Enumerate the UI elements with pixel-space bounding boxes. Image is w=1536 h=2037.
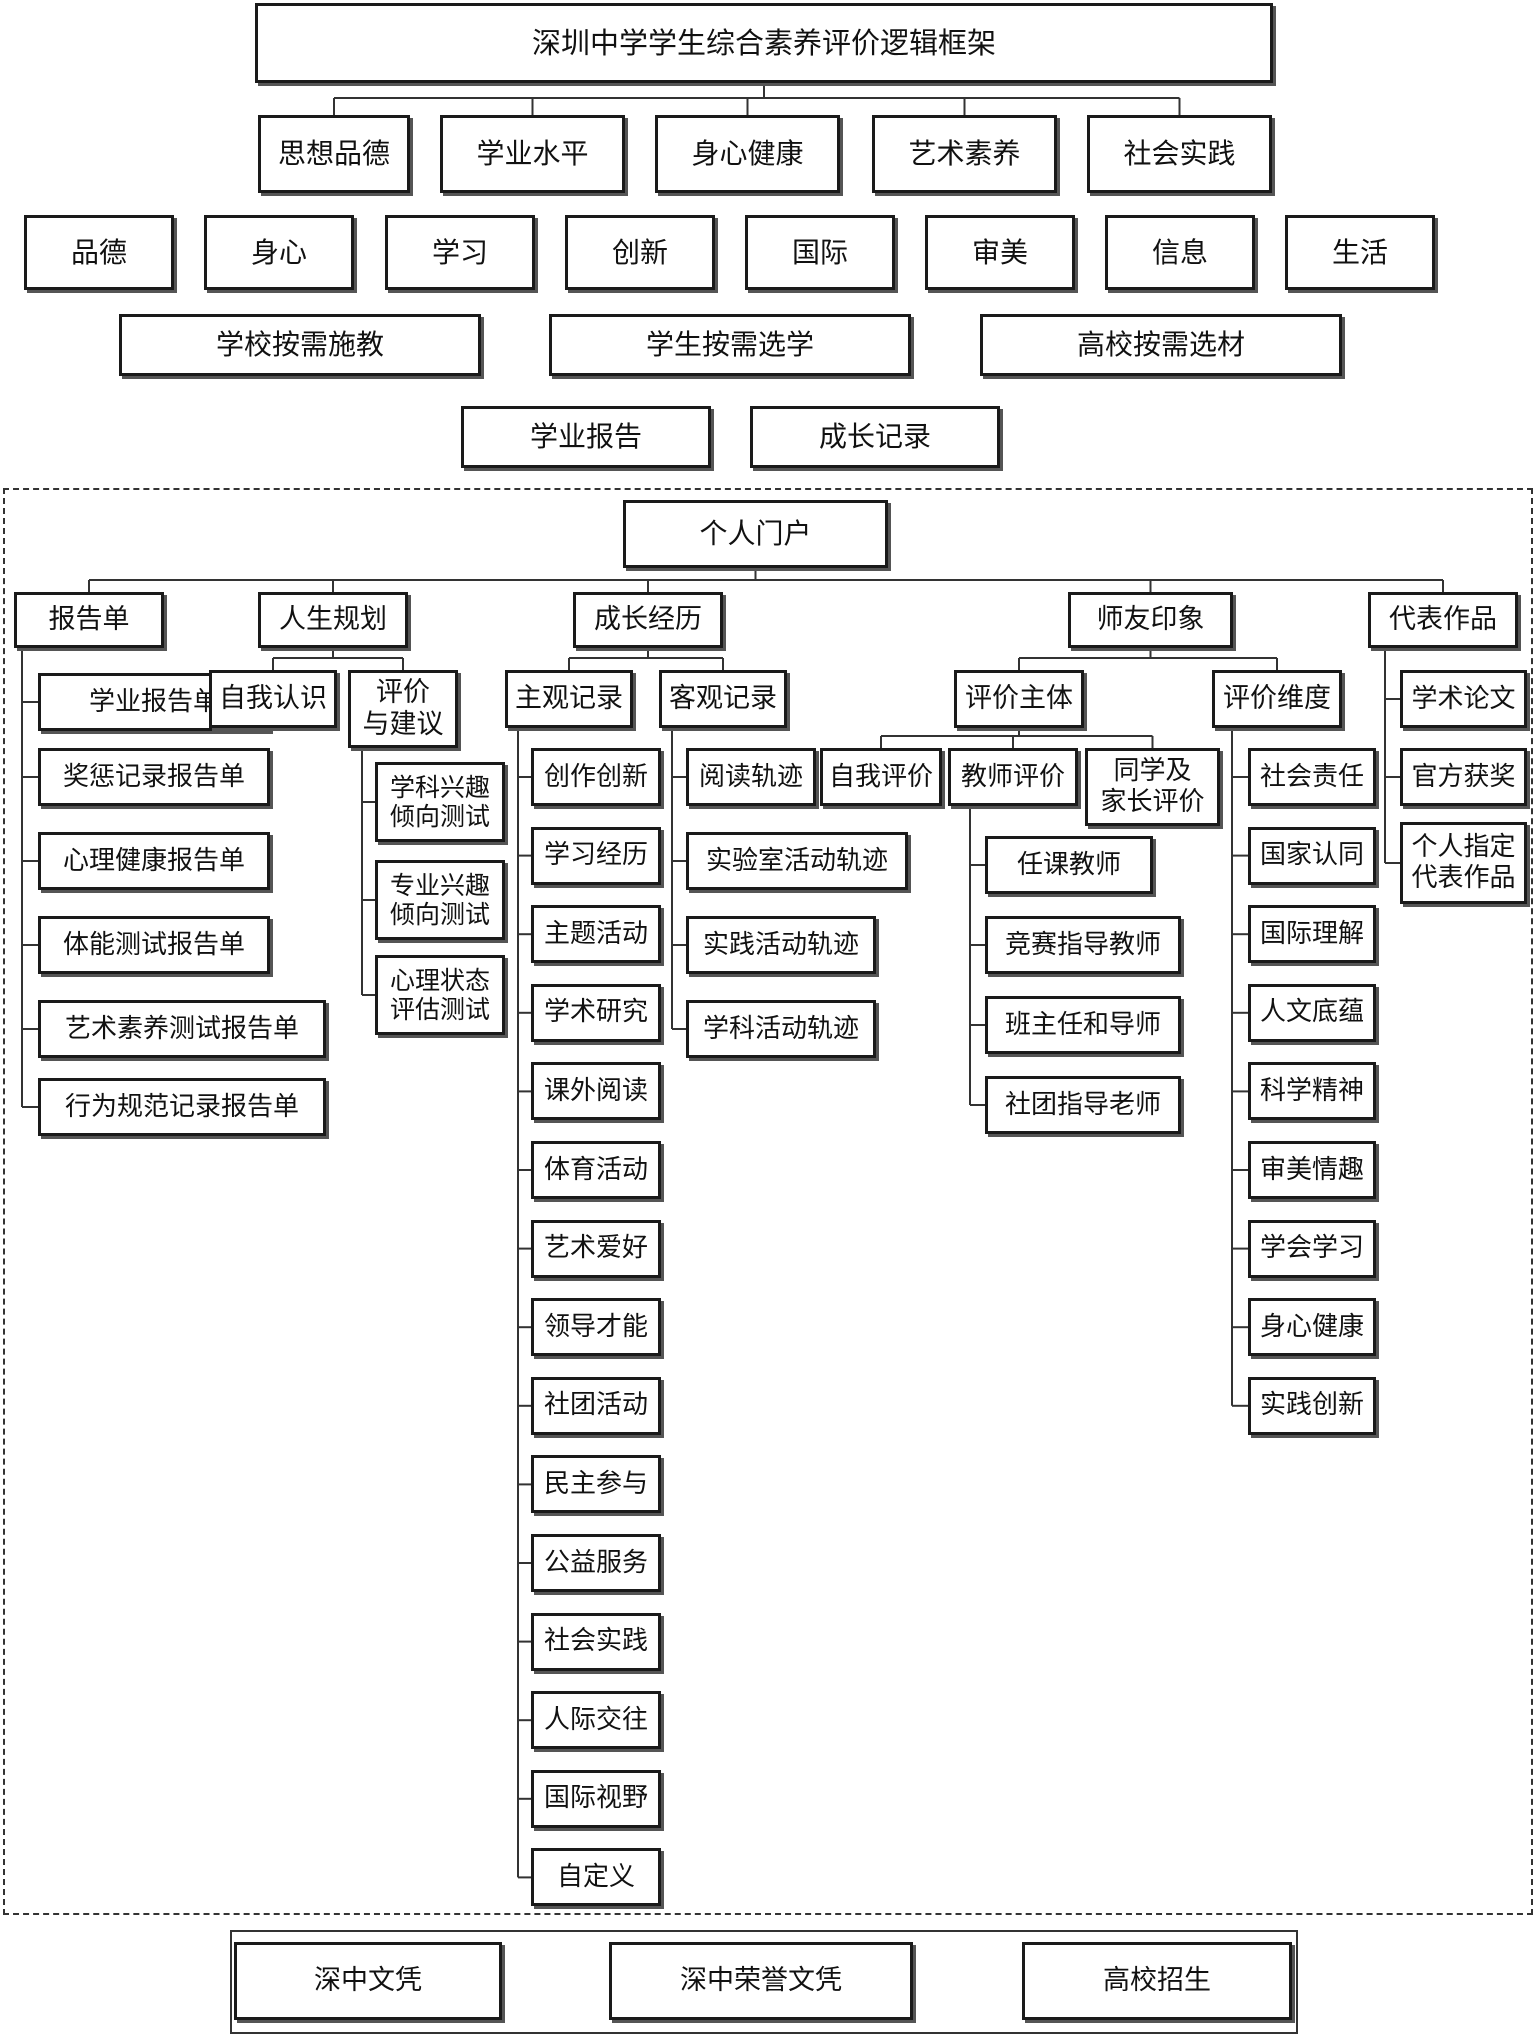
eval-dim-item: 科学精神 bbox=[1248, 1062, 1376, 1121]
subjective-item: 课外阅读 bbox=[531, 1062, 661, 1121]
subjective-item: 社会实践 bbox=[531, 1612, 661, 1671]
dimension-box: 身心健康 bbox=[655, 115, 840, 193]
domain-box: 审美 bbox=[925, 215, 1075, 290]
plan-node: 人生规划 bbox=[258, 592, 408, 648]
eval-dim-item: 身心健康 bbox=[1248, 1298, 1376, 1357]
subjective-item: 创作创新 bbox=[531, 748, 661, 806]
subjective-item: 自定义 bbox=[531, 1848, 661, 1907]
subjective-item: 艺术爱好 bbox=[531, 1219, 661, 1278]
subjective-item: 领导才能 bbox=[531, 1298, 661, 1357]
eval-peers-node: 同学及 家长评价 bbox=[1085, 748, 1220, 826]
domain-box: 生活 bbox=[1285, 215, 1435, 290]
subjective-item: 体育活动 bbox=[531, 1141, 661, 1199]
dimension-box: 社会实践 bbox=[1087, 115, 1272, 193]
eval-dim-item: 人文底蕴 bbox=[1248, 983, 1376, 1042]
record-box: 成长记录 bbox=[750, 406, 1000, 468]
outcome-frame bbox=[230, 1930, 1298, 2034]
purpose-box: 学校按需施教 bbox=[119, 314, 481, 376]
impression-node: 师友印象 bbox=[1068, 592, 1233, 648]
objective-item: 实践活动轨迹 bbox=[686, 916, 876, 974]
report-node: 报告单 bbox=[14, 592, 164, 648]
objective-node: 客观记录 bbox=[659, 670, 787, 728]
subjective-item: 人际交往 bbox=[531, 1691, 661, 1750]
eval-subject-node: 评价主体 bbox=[954, 670, 1084, 728]
eval-dim-item: 学会学习 bbox=[1248, 1219, 1376, 1278]
works-item: 个人指定 代表作品 bbox=[1400, 822, 1527, 904]
plan-self-node: 自我认识 bbox=[209, 670, 337, 728]
subjective-item: 国际视野 bbox=[531, 1769, 661, 1828]
portal-box: 个人门户 bbox=[623, 500, 888, 568]
subjective-item: 民主参与 bbox=[531, 1455, 661, 1514]
subjective-item: 公益服务 bbox=[531, 1534, 661, 1592]
diagram-title: 深圳中学学生综合素养评价逻辑框架 bbox=[255, 3, 1273, 83]
domain-box: 身心 bbox=[204, 215, 354, 290]
record-box: 学业报告 bbox=[461, 406, 711, 468]
subjective-item: 社团活动 bbox=[531, 1376, 661, 1435]
purpose-box: 学生按需选学 bbox=[549, 314, 911, 376]
report-item: 行为规范记录报告单 bbox=[38, 1078, 326, 1136]
eval-self-node: 自我评价 bbox=[820, 748, 942, 806]
objective-item: 学科活动轨迹 bbox=[686, 1000, 876, 1058]
teacher-item: 社团指导老师 bbox=[985, 1076, 1181, 1134]
teacher-item: 任课教师 bbox=[985, 836, 1153, 894]
objective-item: 实验室活动轨迹 bbox=[686, 832, 908, 890]
eval-dim-item: 审美情趣 bbox=[1248, 1141, 1376, 1199]
teacher-item: 竞赛指导教师 bbox=[985, 916, 1181, 974]
works-item: 学术论文 bbox=[1400, 670, 1527, 728]
works-item: 官方获奖 bbox=[1400, 748, 1527, 806]
eval-dim-node: 评价维度 bbox=[1212, 670, 1342, 728]
outcome-box: 深中文凭 bbox=[234, 1942, 502, 2020]
report-item: 体能测试报告单 bbox=[38, 916, 270, 974]
subjective-item: 主题活动 bbox=[531, 905, 661, 964]
objective-item: 阅读轨迹 bbox=[686, 748, 816, 806]
domain-box: 信息 bbox=[1105, 215, 1255, 290]
outcome-box: 高校招生 bbox=[1022, 1942, 1292, 2020]
domain-box: 品德 bbox=[24, 215, 174, 290]
eval-dim-item: 实践创新 bbox=[1248, 1376, 1376, 1435]
dimension-box: 思想品德 bbox=[258, 115, 410, 193]
domain-box: 创新 bbox=[565, 215, 715, 290]
growth-node: 成长经历 bbox=[573, 592, 723, 648]
plan-test-item: 心理状态 评估测试 bbox=[375, 955, 505, 1035]
dimension-box: 艺术素养 bbox=[872, 115, 1057, 193]
works-node: 代表作品 bbox=[1368, 592, 1518, 648]
eval-dim-item: 国际理解 bbox=[1248, 905, 1376, 964]
report-item: 艺术素养测试报告单 bbox=[38, 1000, 326, 1058]
eval-teacher-node: 教师评价 bbox=[948, 748, 1078, 806]
domain-box: 国际 bbox=[745, 215, 895, 290]
eval-dim-item: 国家认同 bbox=[1248, 826, 1376, 885]
purpose-box: 高校按需选材 bbox=[980, 314, 1342, 376]
eval-dim-item: 社会责任 bbox=[1248, 748, 1376, 806]
plan-test-item: 学科兴趣 倾向测试 bbox=[375, 762, 505, 842]
dimension-box: 学业水平 bbox=[440, 115, 625, 193]
subjective-item: 学习经历 bbox=[531, 826, 661, 885]
subjective-node: 主观记录 bbox=[505, 670, 633, 728]
report-item: 心理健康报告单 bbox=[38, 832, 270, 890]
subjective-item: 学术研究 bbox=[531, 983, 661, 1042]
plan-test-item: 专业兴趣 倾向测试 bbox=[375, 860, 505, 940]
portal-dashed-region bbox=[3, 488, 1533, 1915]
domain-box: 学习 bbox=[385, 215, 535, 290]
plan-advice-node: 评价 与建议 bbox=[348, 670, 458, 748]
report-item: 奖惩记录报告单 bbox=[38, 748, 270, 806]
teacher-item: 班主任和导师 bbox=[985, 996, 1181, 1054]
outcome-box: 深中荣誉文凭 bbox=[609, 1942, 913, 2020]
